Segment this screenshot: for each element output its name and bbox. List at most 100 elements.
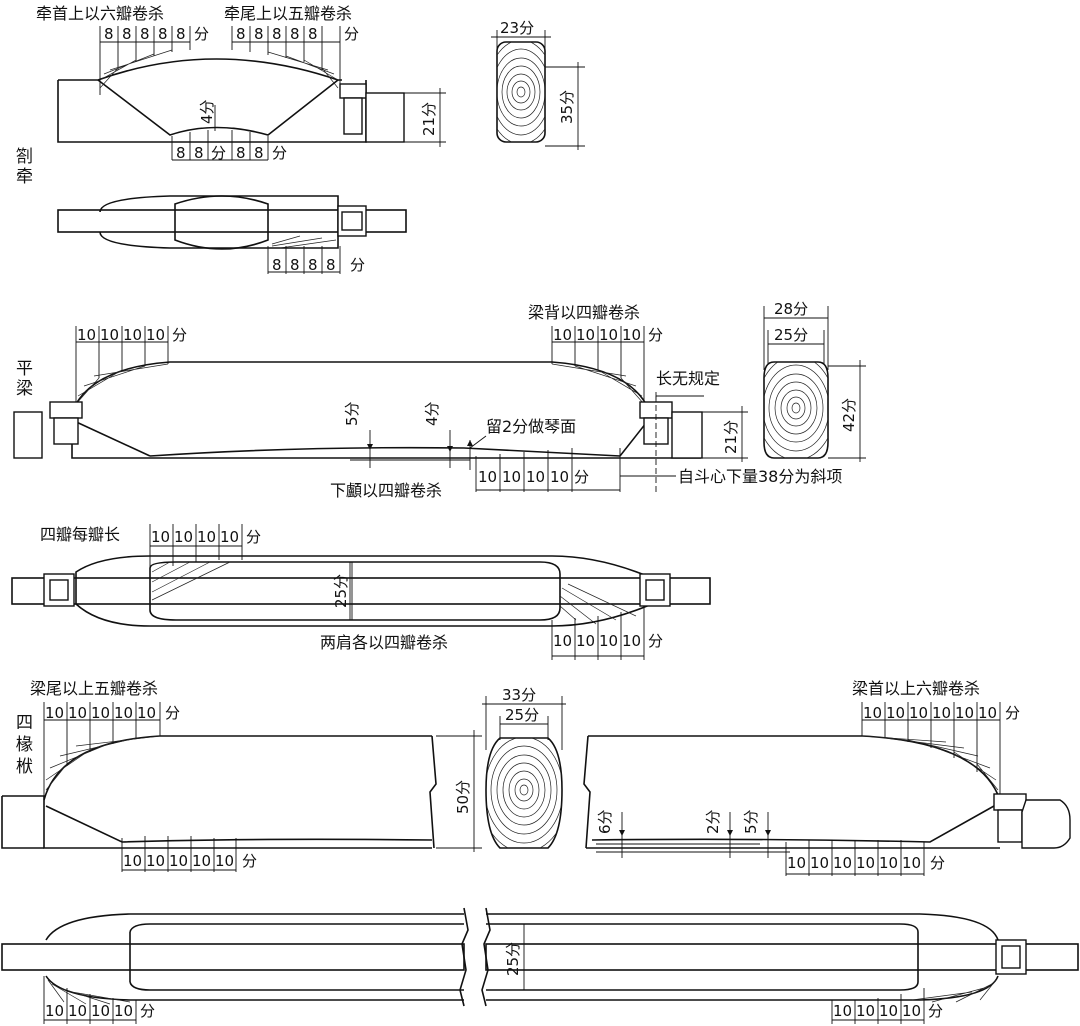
pingliang-section: 28分 25分 42分 [763, 300, 866, 462]
scfp-unit-r: 分 [928, 1002, 943, 1020]
scfp-seg-l2: 10 [68, 1002, 87, 1020]
qian-seg-h5: 8 [176, 25, 186, 43]
qian-seg-b3: 8 [236, 144, 246, 162]
qian-seg-t1: 8 [236, 25, 246, 43]
scf-seg-lt3: 10 [91, 704, 110, 722]
scf-seg-lt1: 10 [45, 704, 64, 722]
scf-seg-lt5: 10 [137, 704, 156, 722]
plp-unit-b: 分 [648, 632, 663, 650]
sichuanfu-elevation: 梁尾以上五瓣卷杀 四 椽 栿 10 10 10 10 10 分 10 10 [1, 679, 1071, 876]
pl-length-note: 长无规定 [656, 369, 720, 388]
scf-seg-rt2: 10 [886, 704, 905, 722]
pl-sec-w-outer: 28分 [774, 300, 808, 318]
qian-seg-h1: 8 [104, 25, 114, 43]
qian-seg-t4: 8 [290, 25, 300, 43]
scf-seg-rt1: 10 [863, 704, 882, 722]
scfp-seg-l4: 10 [114, 1002, 133, 1020]
pl-title-1: 平 [16, 359, 33, 379]
pl-seg-b4: 10 [550, 468, 569, 486]
scf-unit-lt: 分 [165, 704, 180, 722]
scf-seg-rt5: 10 [955, 704, 974, 722]
plp-seg-t1: 10 [151, 528, 170, 546]
scf-unit-lb: 分 [242, 852, 257, 870]
scf-seg-lb3: 10 [169, 852, 188, 870]
scf-seg-rb6: 10 [902, 854, 921, 872]
sichuanfu-plan: 25分 10 10 10 10 分 10 10 10 10 分 [1, 907, 1079, 1024]
scf-dim-5: 5分 [742, 809, 760, 834]
qian-plan-seg1: 8 [272, 256, 282, 274]
qian-seg-b1: 8 [176, 144, 186, 162]
pl-bottom-label: 下顱以四瓣卷杀 [330, 481, 442, 500]
qian-unit-b1: 分 [211, 144, 226, 162]
pl-seg-r4: 10 [622, 326, 641, 344]
qian-plan-seg3: 8 [308, 256, 318, 274]
qian-section: 23分 35分 [491, 19, 585, 150]
scf-sec-w-inner: 25分 [505, 706, 539, 724]
plp-seg-label: 四瓣每瓣长 [40, 525, 120, 544]
qian-unit-t: 分 [344, 25, 359, 43]
scf-seg-lb5: 10 [215, 852, 234, 870]
qian-seg-h2: 8 [122, 25, 132, 43]
pl-dim-21: 21分 [722, 420, 740, 454]
scf-seg-lb2: 10 [146, 852, 165, 870]
pl-seg-l3: 10 [123, 326, 142, 344]
plp-width-25: 25分 [332, 574, 350, 608]
scf-seg-lb4: 10 [192, 852, 211, 870]
scf-head-label: 梁首以上六瓣卷杀 [852, 679, 980, 698]
qian-plan: 8 8 8 8 分 [57, 195, 407, 274]
pl-seg-l4: 10 [146, 326, 165, 344]
qian-seg-t5: 8 [308, 25, 318, 43]
wood-grain-2 [764, 362, 828, 458]
qian-sec-height: 35分 [558, 90, 576, 124]
scf-unit-rb: 分 [930, 854, 945, 872]
scfp-unit-l: 分 [140, 1002, 155, 1020]
pl-seg-l2: 10 [100, 326, 119, 344]
scfp-seg-r4: 10 [902, 1002, 921, 1020]
pl-back-label: 梁背以四瓣卷杀 [528, 303, 640, 322]
scf-dim-2: 2分 [704, 809, 722, 834]
pl-reserve-note: 留2分做琴面 [486, 417, 576, 436]
scf-seg-rt3: 10 [909, 704, 928, 722]
pl-sec-w-inner: 25分 [774, 326, 808, 344]
qian-elevation: 牵首上以六瓣卷杀 牵尾上以五瓣卷杀 8 8 8 8 8 分 8 8 8 8 8 … [36, 4, 446, 162]
qian-sec-width: 23分 [500, 19, 534, 37]
plp-seg-t4: 10 [220, 528, 239, 546]
qian-plan-unit: 分 [350, 256, 365, 274]
scf-seg-rb5: 10 [879, 854, 898, 872]
scf-seg-rb4: 10 [856, 854, 875, 872]
plp-seg-b3: 10 [599, 632, 618, 650]
scf-seg-rt4: 10 [932, 704, 951, 722]
qian-dim-4: 4分 [198, 99, 216, 124]
qian-unit-h: 分 [194, 25, 209, 43]
pl-seg-b3: 10 [526, 468, 545, 486]
scf-seg-rt6: 10 [978, 704, 997, 722]
pl-dim-4: 4分 [423, 401, 441, 426]
qian-seg-b2: 8 [194, 144, 204, 162]
scf-dim-6: 6分 [596, 809, 614, 834]
scf-seg-rb3: 10 [833, 854, 852, 872]
qian-seg-b4: 8 [254, 144, 264, 162]
scf-tail-label: 梁尾以上五瓣卷杀 [30, 679, 158, 698]
pingliang-elevation: 平 梁 10 10 10 10 分 梁背以四瓣卷杀 10 10 10 10 分 [13, 303, 842, 500]
wood-grain-1 [497, 42, 545, 142]
pl-seg-b1: 10 [478, 468, 497, 486]
qian-head-label: 牵首上以六瓣卷杀 [36, 4, 164, 23]
pl-unit-l: 分 [172, 326, 187, 344]
scf-seg-rb2: 10 [810, 854, 829, 872]
wood-grain-3 [486, 738, 562, 848]
qian-title-1: 劄 [16, 147, 33, 167]
pl-dim-5: 5分 [343, 401, 361, 426]
qian-seg-h4: 8 [158, 25, 168, 43]
pl-seg-r1: 10 [553, 326, 572, 344]
plp-seg-b1: 10 [553, 632, 572, 650]
scf-title-1: 四 [16, 713, 33, 733]
qian-seg-t3: 8 [272, 25, 282, 43]
plp-seg-b4: 10 [622, 632, 641, 650]
scfp-seg-l1: 10 [45, 1002, 64, 1020]
pl-seg-l1: 10 [77, 326, 96, 344]
scf-sec-w-outer: 33分 [502, 686, 536, 704]
scf-title-2: 椽 [16, 735, 33, 755]
scfp-seg-r3: 10 [879, 1002, 898, 1020]
pl-title-2: 梁 [16, 379, 33, 399]
